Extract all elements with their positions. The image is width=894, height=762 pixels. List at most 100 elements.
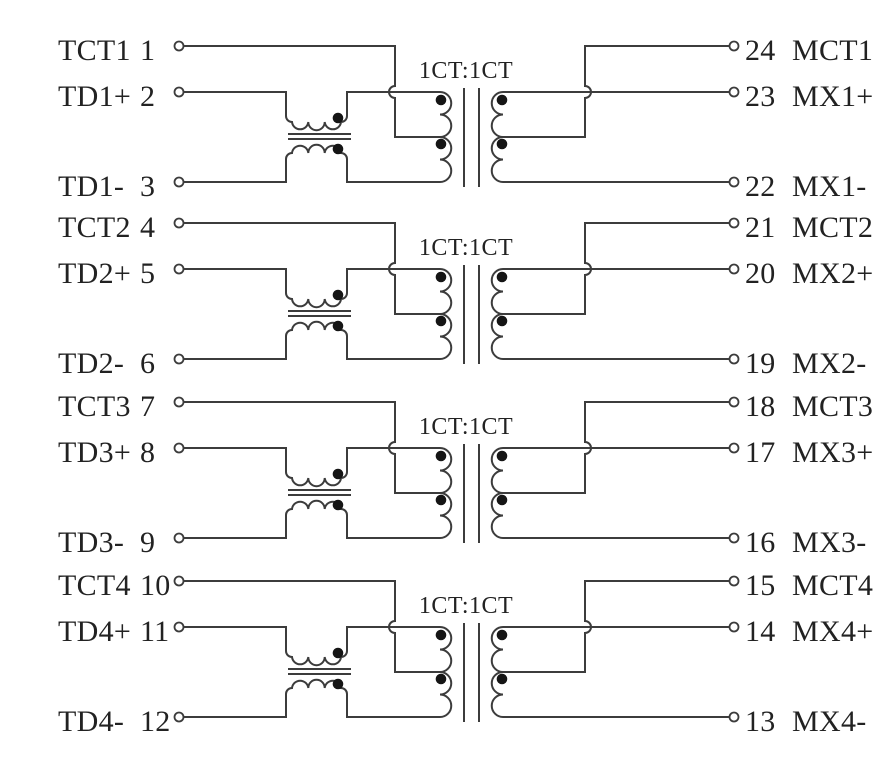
- left-pin-number: 5: [140, 257, 156, 290]
- pin-circle: [173, 532, 185, 544]
- right-pin-name: MX3+: [792, 436, 874, 469]
- polarity-dot: [435, 315, 447, 327]
- left-pin-number: 10: [140, 569, 171, 602]
- pin-circle: [728, 86, 740, 98]
- left-pin-name: TCT2: [58, 211, 131, 244]
- pin-circle: [728, 442, 740, 454]
- pin-circle: [173, 217, 185, 229]
- turns-ratio-label: 1CT:1CT: [418, 593, 514, 619]
- secondary-winding: [490, 268, 504, 360]
- polarity-dot: [496, 494, 508, 506]
- right-pin-number: 13: [745, 705, 776, 738]
- left-pin-name: TCT1: [58, 34, 131, 67]
- left-pin-number: 11: [140, 615, 170, 648]
- left-pin-number: 9: [140, 526, 156, 559]
- pin-circle: [173, 263, 185, 275]
- left-pin-number: 1: [140, 34, 156, 67]
- pin-circle: [173, 442, 185, 454]
- turns-ratio-label: 1CT:1CT: [418, 414, 514, 440]
- pin-circle: [728, 217, 740, 229]
- left-pin-name: TD4+: [58, 615, 132, 648]
- right-pin-number: 19: [745, 347, 776, 380]
- channel-2: [173, 217, 740, 365]
- channel-3: [173, 396, 740, 544]
- primary-winding: [439, 91, 453, 183]
- pin-circle: [728, 711, 740, 723]
- channel-4: [173, 575, 740, 723]
- left-pin-name: TCT4: [58, 569, 131, 602]
- right-pin-number: 23: [745, 80, 776, 113]
- pin-circle: [728, 532, 740, 544]
- pin-circle: [728, 263, 740, 275]
- wire-td-minus-choke-bottom: [184, 320, 440, 360]
- right-pin-name: MX2+: [792, 257, 874, 290]
- channel-1: [173, 40, 740, 188]
- polarity-dot: [435, 271, 447, 283]
- polarity-dot: [332, 143, 344, 155]
- polarity-dot: [332, 647, 344, 659]
- pin-circle: [728, 176, 740, 188]
- pin-circle: [173, 575, 185, 587]
- right-pin-name: MCT1: [792, 34, 874, 67]
- wire-td-plus-choke-top: [184, 626, 440, 667]
- polarity-dot: [496, 450, 508, 462]
- left-pin-number: 6: [140, 347, 156, 380]
- left-pin-name: TD2-: [58, 347, 125, 380]
- polarity-dot: [435, 450, 447, 462]
- right-pin-number: 17: [745, 436, 776, 469]
- polarity-dot: [435, 94, 447, 106]
- pin-circle: [173, 176, 185, 188]
- turns-ratio-label: 1CT:1CT: [418, 58, 514, 84]
- polarity-dot: [496, 271, 508, 283]
- left-pin-name: TD3+: [58, 436, 132, 469]
- pin-circle: [173, 621, 185, 633]
- pin-circle: [173, 396, 185, 408]
- left-pin-number: 12: [140, 705, 171, 738]
- polarity-dot: [496, 138, 508, 150]
- right-pin-name: MX1-: [792, 170, 867, 203]
- right-pin-name: MCT3: [792, 390, 874, 423]
- wire-td-minus-choke-bottom: [184, 499, 440, 539]
- secondary-winding: [490, 91, 504, 183]
- polarity-dot: [435, 494, 447, 506]
- polarity-dot: [332, 499, 344, 511]
- pin-circle: [728, 396, 740, 408]
- polarity-dot: [435, 673, 447, 685]
- right-pin-number: 14: [745, 615, 776, 648]
- polarity-dot: [496, 315, 508, 327]
- right-pin-name: MX4+: [792, 615, 874, 648]
- pin-circle: [728, 40, 740, 52]
- left-pin-name: TD3-: [58, 526, 125, 559]
- polarity-dot: [496, 94, 508, 106]
- turns-ratio-label: 1CT:1CT: [418, 235, 514, 261]
- left-pin-name: TD4-: [58, 705, 125, 738]
- polarity-dot: [332, 112, 344, 124]
- polarity-dot: [496, 673, 508, 685]
- primary-winding: [439, 447, 453, 539]
- left-pin-name: TD1-: [58, 170, 125, 203]
- left-pin-number: 4: [140, 211, 156, 244]
- pin-circle: [728, 353, 740, 365]
- polarity-dot: [435, 629, 447, 641]
- pin-circle: [173, 711, 185, 723]
- secondary-winding: [490, 447, 504, 539]
- left-pin-name: TD1+: [58, 80, 132, 113]
- pin-circle: [173, 353, 185, 365]
- pin-circle: [173, 86, 185, 98]
- right-pin-number: 16: [745, 526, 776, 559]
- left-pin-number: 7: [140, 390, 156, 423]
- left-pin-name: TD2+: [58, 257, 132, 290]
- right-pin-number: 20: [745, 257, 776, 290]
- pin-circle: [173, 40, 185, 52]
- left-pin-number: 8: [140, 436, 156, 469]
- right-pin-name: MCT2: [792, 211, 874, 244]
- pin-circle: [728, 621, 740, 633]
- right-pin-number: 18: [745, 390, 776, 423]
- right-pin-name: MX4-: [792, 705, 867, 738]
- right-pin-name: MX3-: [792, 526, 867, 559]
- right-pin-number: 15: [745, 569, 776, 602]
- left-pin-number: 3: [140, 170, 156, 203]
- polarity-dot: [332, 678, 344, 690]
